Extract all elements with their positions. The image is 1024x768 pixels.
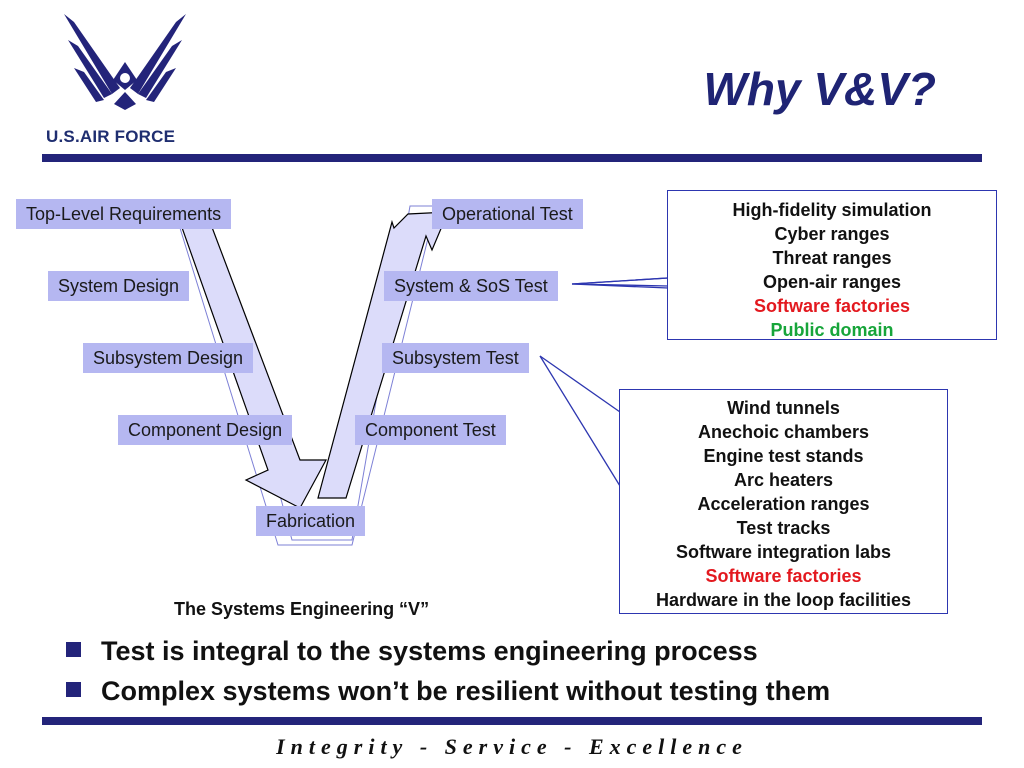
step-fabrication: Fabrication: [256, 506, 366, 536]
bullet-text: Test is integral to the systems engineer…: [101, 636, 758, 666]
step-top-level-requirements: Top-Level Requirements: [16, 199, 232, 229]
capability-item: Arc heaters: [733, 470, 834, 490]
footer-divider: [42, 717, 982, 725]
capability-item: Acceleration ranges: [697, 494, 870, 514]
capability-item: Anechoic chambers: [697, 422, 870, 442]
capability-item: Cyber ranges: [774, 224, 890, 244]
capability-item: Software factories: [705, 566, 862, 586]
capability-item: High-fidelity simulation: [732, 200, 932, 220]
capability-item: Software factories: [753, 296, 911, 316]
page-title: Why V&V?: [703, 63, 936, 115]
logo-text: U.S.AIR FORCE: [46, 127, 176, 146]
v-diagram-caption: The Systems Engineering “V”: [174, 599, 430, 619]
capability-item: Hardware in the loop facilities: [655, 590, 912, 610]
capability-item: Threat ranges: [772, 248, 892, 268]
air-force-wings-logo-icon: [64, 14, 186, 110]
header-divider: [42, 154, 982, 162]
capability-item: Test tracks: [736, 518, 831, 538]
step-component-test: Component Test: [355, 415, 506, 445]
bullet-square-icon: [66, 642, 81, 657]
capability-item: Engine test stands: [703, 446, 864, 466]
bullet-item: Complex systems won’t be resilient witho…: [66, 676, 830, 707]
step-subsystem-design: Subsystem Design: [83, 343, 254, 373]
capability-item: Public domain: [770, 320, 894, 340]
bullet-square-icon: [66, 682, 81, 697]
step-component-design: Component Design: [118, 415, 293, 445]
step-system-design: System Design: [48, 271, 190, 301]
step-operational-test: Operational Test: [432, 199, 583, 229]
step-system-sos-test: System & SoS Test: [384, 271, 558, 301]
bullet-text: Complex systems won’t be resilient witho…: [101, 676, 831, 706]
capability-item: Wind tunnels: [727, 398, 840, 418]
step-subsystem-test: Subsystem Test: [382, 343, 529, 373]
footer-motto: Integrity - Service - Excellence: [276, 734, 748, 759]
connector-lower: [539, 355, 621, 413]
capability-item: Open-air ranges: [762, 272, 902, 292]
capability-item: Software integration labs: [675, 542, 892, 562]
bullet-item: Test is integral to the systems engineer…: [66, 636, 758, 667]
